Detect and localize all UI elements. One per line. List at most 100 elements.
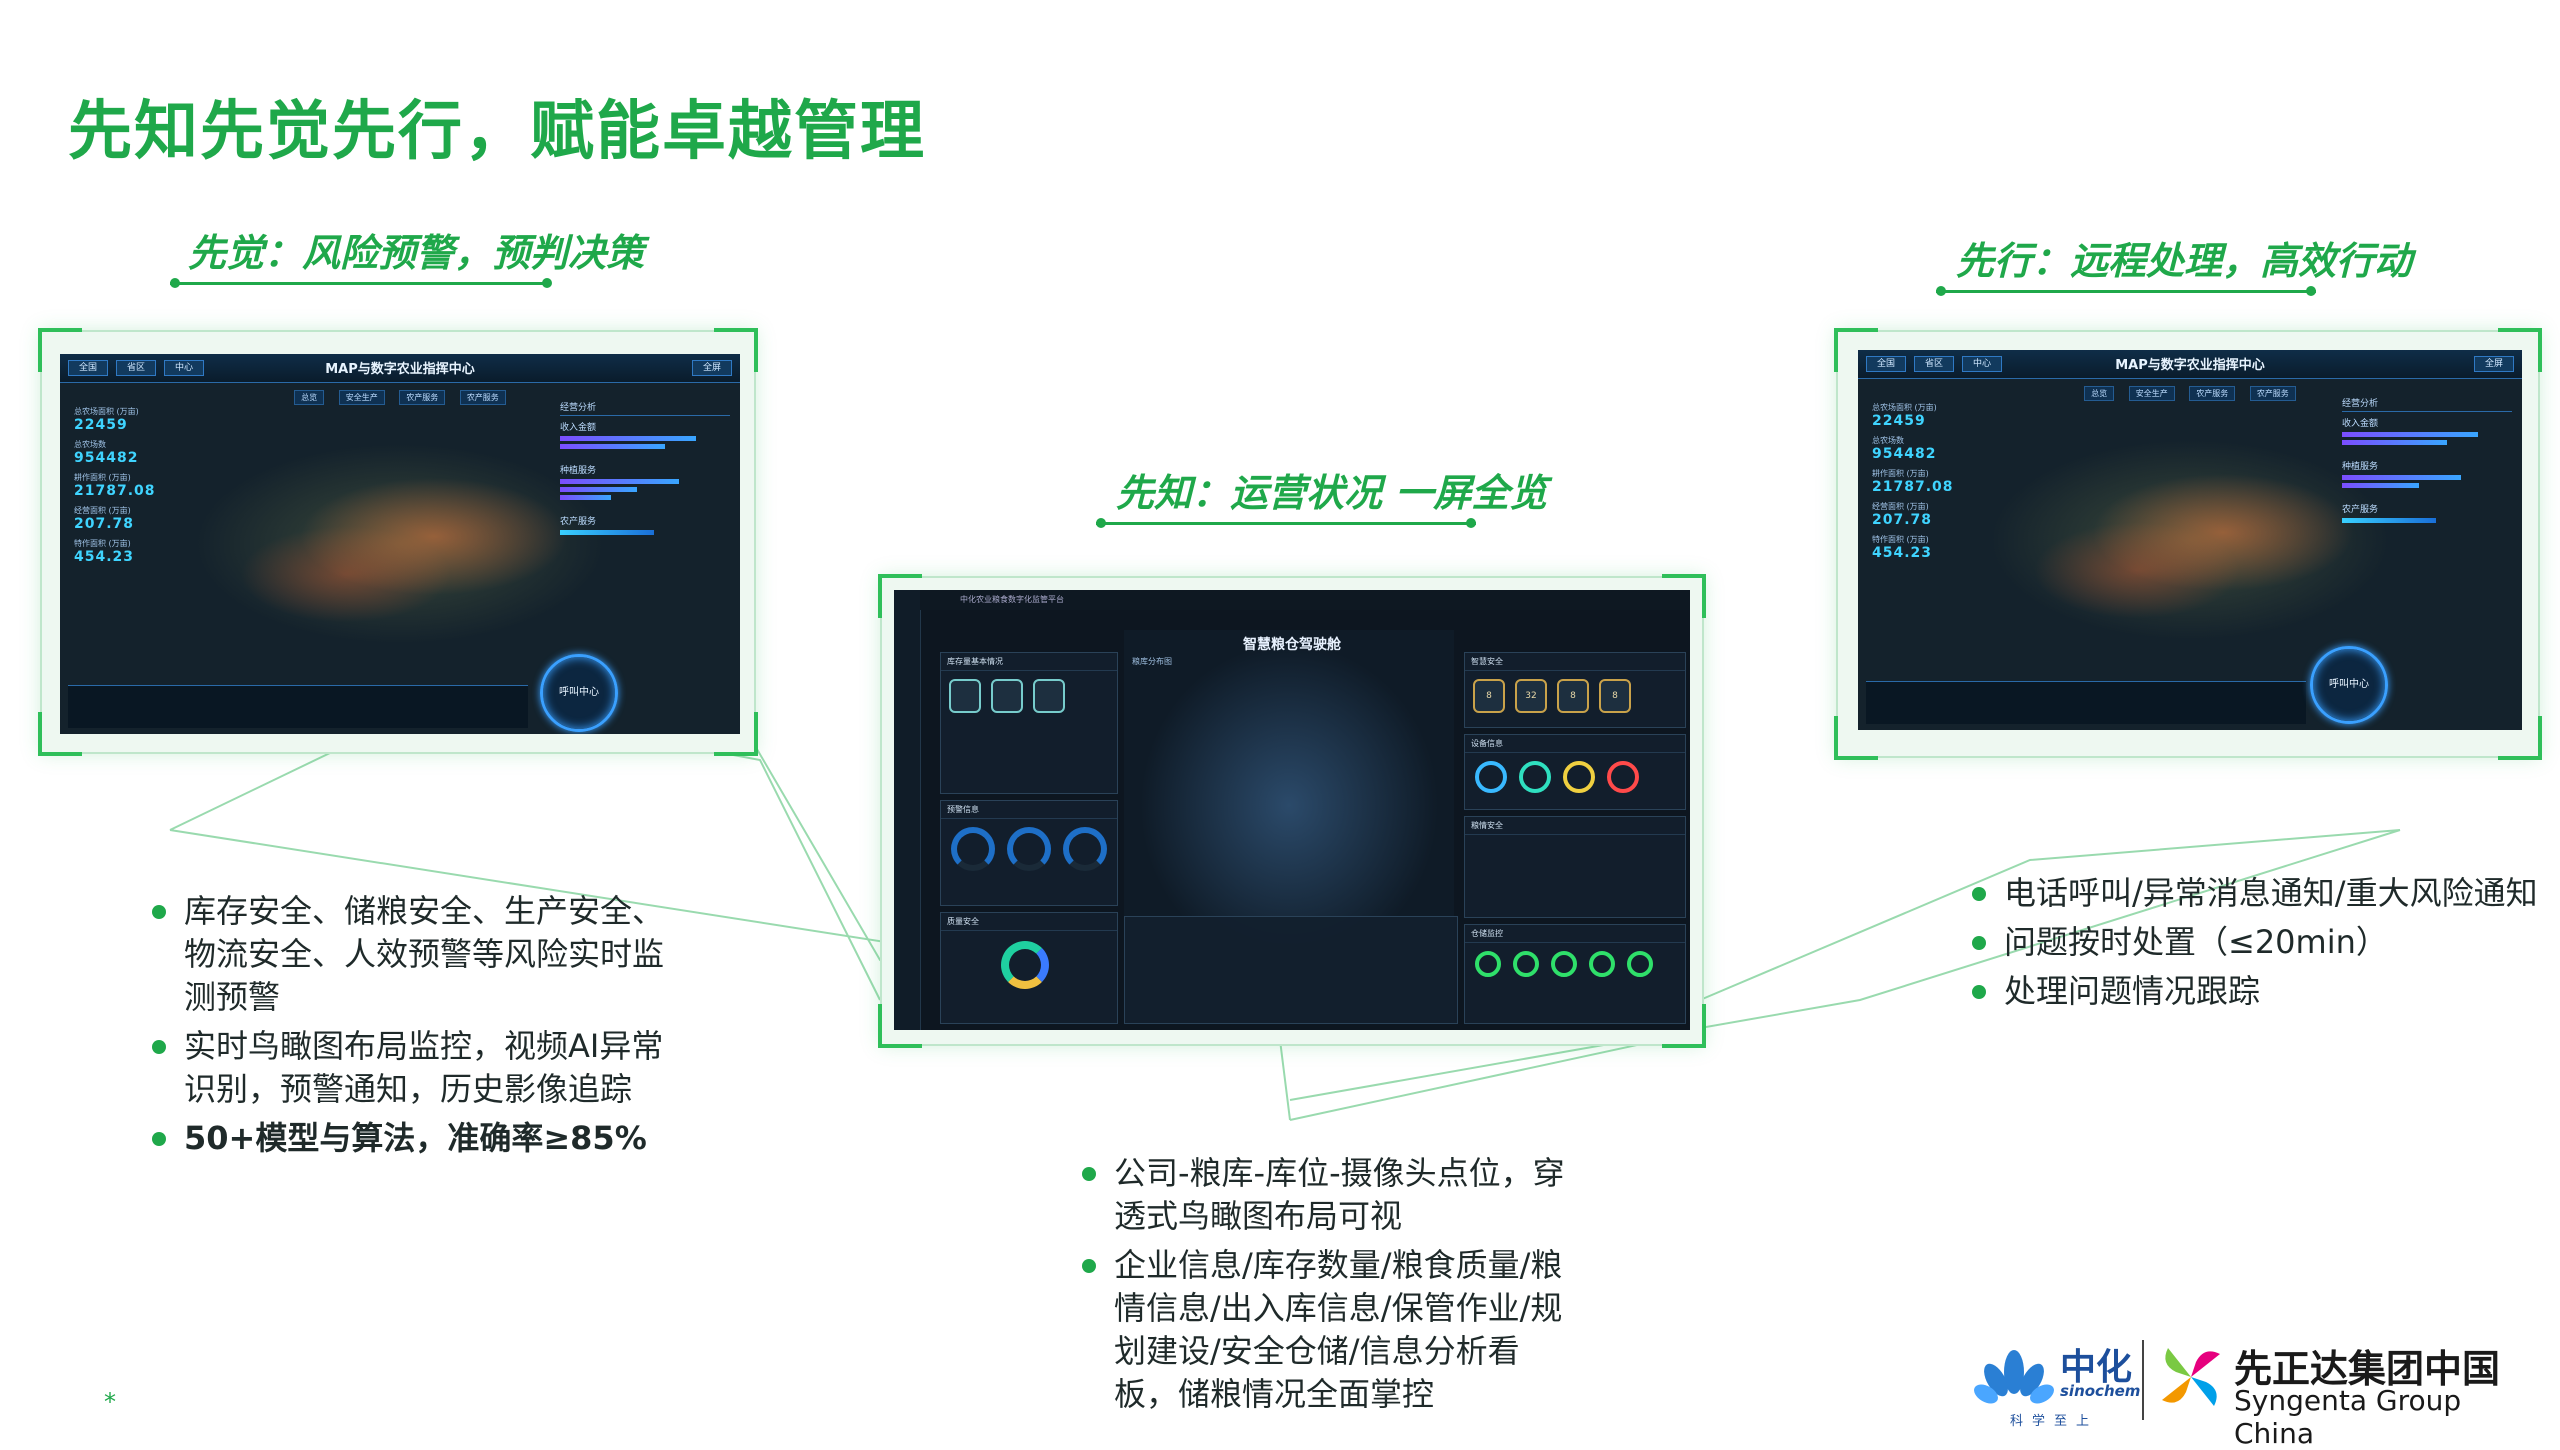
ring-gauge [1563,761,1595,793]
left-heading: 先觉：风险预警，预判决策 [188,231,645,275]
gauge [951,827,995,871]
metric-label: 经营面积 (万亩) [1872,502,1929,511]
hex-metric: 8 [1557,679,1589,713]
right-heading-dot [2306,286,2316,296]
bottom-data-table [1866,681,2306,724]
list-item: 处理问题情况跟踪 [1970,970,2540,1013]
hex-row: 8 32 8 8 [1465,671,1685,721]
ring-gauge [1627,951,1653,977]
fullscreen-button[interactable]: 全屏 [691,360,732,376]
warehouse-icon [1033,679,1065,713]
panel-corner [878,1004,922,1048]
satellite-map [60,354,740,734]
sinochem-name: 中化 [2060,1347,2133,1388]
ring-gauge [1513,951,1539,977]
map-screen: 全国 省区 中心 全屏 MAP与数字农业指挥中心 总览 安全生产 农产服务 农产… [60,354,740,734]
right-sub-title: 种植服务 [2342,462,2379,472]
tab-nation[interactable]: 全国 [1866,356,1907,372]
stock-panel: 库存量基本情况 [940,652,1118,794]
syngenta-name: 先正达集团中国 [2234,1347,2501,1391]
metric-value: 207.78 [1872,512,1933,528]
subtabs: 总览 安全生产 农产服务 农产服务 [1858,386,2522,401]
ring-row [1465,753,1685,801]
panel-corner [2498,716,2542,760]
storage-panel: 仓储监控 [1464,924,1686,1024]
list-item: 实时鸟瞰图布局监控，视频AI异常识别，预警通知，历史影像追踪 [150,1025,670,1111]
gauge-row [941,819,1117,879]
hex-metric: 8 [1473,679,1505,713]
metric-label: 总农场面积 (万亩) [74,407,139,416]
panel-corner [38,712,82,756]
right-sub-title: 农产服务 [560,517,597,527]
sinochem-tagline: 科学至上 [2010,1414,2099,1429]
call-center-button[interactable]: 呼叫中心 [540,654,618,732]
panel-title: 库存量基本情况 [941,653,1117,671]
fullscreen-button[interactable]: 全屏 [2473,356,2514,372]
list-item: 库存安全、储粮安全、生产安全、物流安全、人效预警等风险实时监测预警 [150,890,670,1019]
tab-nation[interactable]: 全国 [68,360,109,376]
warehouse-icon [991,679,1023,713]
gauge [1063,827,1107,871]
center-heading: 先知：运营状况 一屏全览 [1116,471,1548,515]
tab-province[interactable]: 省区 [1914,356,1955,372]
satellite-map [1858,350,2522,730]
left-heading-underline [170,282,550,285]
hex-metric: 8 [1599,679,1631,713]
stat-bar [2342,475,2461,480]
tab-center[interactable]: 中心 [164,360,205,376]
sinochem-english: sinochem [2060,1382,2141,1400]
dashboard-sidebar [894,590,921,1030]
panel-corner [1662,574,1706,618]
panel-title: 智慧安全 [1465,653,1685,671]
map-label: 粮库分布图 [1132,657,1172,666]
dashboard-header: 中化农业粮食数字化监管平台 [920,590,1690,610]
panel-corner [714,328,758,372]
depot-table [1125,917,1457,925]
subtab-service-2[interactable]: 农产服务 [459,390,506,405]
list-item: 公司-粮库-库位-摄像头点位，穿透式鸟瞰图布局可视 [1080,1152,1580,1238]
center-screenshot-panel: 中化农业粮食数字化监管平台 粮库分布图 智慧粮仓驾驶舱 库存量基本情况 预警信息… [878,574,1706,1048]
stock-icons [941,671,1117,721]
gauge [1007,827,1051,871]
donut-chart [1001,941,1049,989]
call-center-button[interactable]: 呼叫中心 [2310,646,2388,724]
left-screenshot-panel: 全国 省区 中心 全屏 MAP与数字农业指挥中心 总览 安全生产 农产服务 农产… [38,328,758,756]
left-heading-dot [542,278,552,288]
subtab-service[interactable]: 农产服务 [2189,386,2236,401]
metric-value: 954482 [1872,446,1937,462]
right-heading-underline [1936,290,2316,293]
metric-value: 21787.08 [1872,479,1954,495]
panel-corner [714,712,758,756]
right-panel-title: 经营分析 [560,400,730,416]
bottom-data-table [68,685,528,728]
metric-label: 耕作面积 (万亩) [1872,469,1929,478]
subtab-overview[interactable]: 总览 [2084,386,2115,401]
metric-value: 22459 [74,417,128,433]
subtab-safety[interactable]: 安全生产 [338,390,385,405]
ring-gauge [1551,951,1577,977]
list-item: 企业信息/库存数量/粮食质量/粮情信息/出入库信息/保管作业/规划建设/安全仓储… [1080,1244,1580,1416]
tab-center[interactable]: 中心 [1962,356,2003,372]
metric-value: 22459 [1872,413,1926,429]
donut-wrap [941,931,1117,999]
metric-value: 207.78 [74,516,135,532]
logo-area: 中化 sinochem 科学至上 先正达集团中国 Syngenta Group … [1970,1330,2530,1450]
stat-bar [2342,440,2448,445]
depot-table-panel [1124,916,1458,1024]
subtab-service[interactable]: 农产服务 [399,390,446,405]
right-sub-title: 收入金额 [2342,419,2379,429]
panel-corner [1834,716,1878,760]
screen-title: MAP与数字农业指挥中心 [325,362,475,377]
subtabs: 总览 安全生产 农产服务 农产服务 [60,390,740,405]
ring-gauge [1519,761,1551,793]
tab-province[interactable]: 省区 [116,360,157,376]
subtab-safety[interactable]: 安全生产 [2128,386,2175,401]
stat-bar [560,487,637,492]
right-sub-title: 种植服务 [560,466,597,476]
subtab-service-2[interactable]: 农产服务 [2249,386,2296,401]
subtab-overview[interactable]: 总览 [294,390,325,405]
center-heading-dot [1466,518,1476,528]
screen-topbar: 全国 省区 中心 全屏 MAP与数字农业指挥中心 [1858,350,2522,379]
footnote-mark: * [104,1388,116,1416]
metric-label: 特作面积 (万亩) [74,539,131,548]
